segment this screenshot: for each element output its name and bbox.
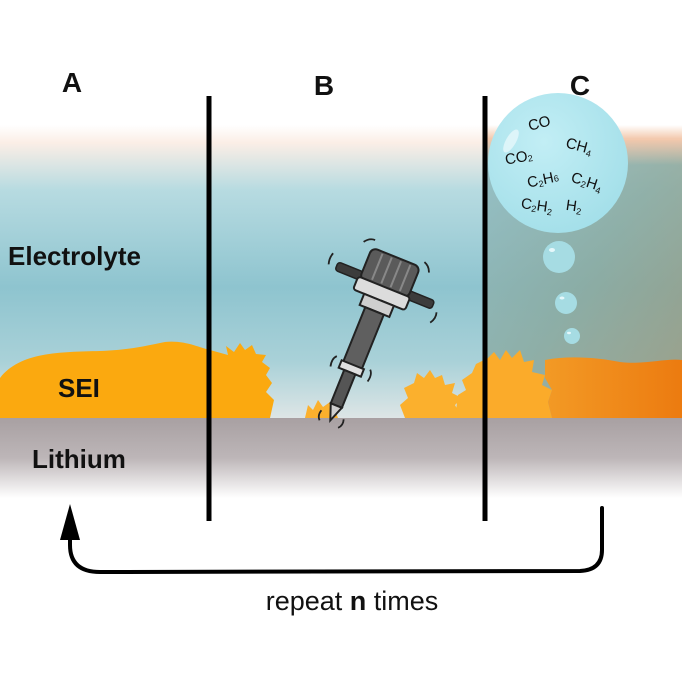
- sei-fragment: [455, 360, 484, 418]
- molecule-h2: H2: [565, 197, 583, 217]
- molecule-c2h4: C2H4: [569, 169, 605, 196]
- small-bubble: [564, 328, 580, 344]
- panel-label-b: B: [314, 70, 334, 101]
- cycle-arrow: [68, 506, 604, 575]
- molecule-co: CO: [526, 113, 552, 135]
- cycle-label: repeat n times: [266, 586, 439, 616]
- arrow-head-icon: [60, 504, 80, 540]
- small-bubble: [555, 292, 577, 314]
- panel-label-a: A: [62, 67, 82, 98]
- molecule-c2h2: C2H2: [520, 195, 554, 217]
- sei-layer-c: [545, 357, 682, 418]
- sei-label: SEI: [58, 373, 100, 403]
- lithium-layer: [0, 418, 682, 498]
- molecule-c2h6: C2H6: [526, 168, 561, 191]
- lithium-label: Lithium: [32, 444, 126, 474]
- sei-layer-a: [0, 341, 210, 418]
- small-bubble: [543, 241, 575, 273]
- sei-fragment: [210, 343, 274, 418]
- electrolyte-label: Electrolyte: [8, 241, 141, 271]
- sei-fragment: [486, 350, 552, 418]
- jackhammer-icon: [317, 238, 438, 429]
- sei-fragment: [400, 370, 462, 418]
- molecule-co2: CO2: [504, 147, 534, 169]
- molecule-ch4: CH4: [564, 135, 594, 159]
- gas-bubble: CO CH4 CO2 C2H6 C2H4 C2H2 H2: [488, 93, 628, 233]
- panel-label-c: C: [570, 70, 590, 101]
